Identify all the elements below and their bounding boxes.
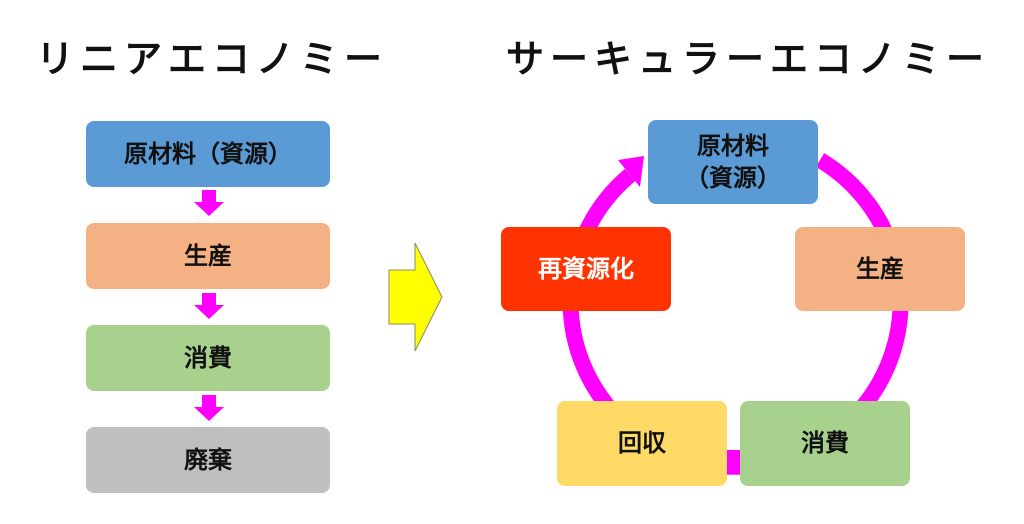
linear-step-production: 生産 [86, 223, 330, 289]
linear-step-disposal: 廃棄 [86, 427, 330, 493]
linear-economy-title: リニアエコノミー [36, 37, 389, 81]
cycle-node-label-line1: 原材料 [697, 131, 769, 160]
right-arrow-icon [388, 242, 443, 352]
cycle-node-label: 回収 [618, 429, 666, 458]
cycle-node-label: 再資源化 [538, 254, 634, 283]
linear-step-raw-materials: 原材料（資源） [86, 121, 330, 187]
cycle-node-consumption: 消費 [740, 401, 910, 486]
linear-step-label: 廃棄 [184, 445, 232, 474]
linear-arrow-2 [194, 293, 224, 319]
linear-step-consumption: 消費 [86, 325, 330, 391]
cycle-node-label-line2: （資源） [685, 164, 781, 192]
cycle-arrowhead-icon [618, 156, 644, 187]
circular-economy-title: サーキュラーエコノミー [506, 37, 991, 81]
linear-step-label: 消費 [184, 343, 232, 372]
cycle-node-label: 生産 [856, 254, 904, 283]
cycle-node-collection: 回収 [557, 401, 727, 486]
cycle-connector [726, 450, 740, 470]
linear-arrow-3 [194, 395, 224, 421]
cycle-node-label: 消費 [801, 429, 849, 458]
cycle-node-raw-materials: 原材料 （資源） [648, 120, 818, 204]
cycle-node-production: 生産 [795, 227, 965, 311]
cycle-node-recycling: 再資源化 [501, 227, 671, 311]
linear-arrow-1 [194, 190, 224, 216]
linear-step-label: 生産 [184, 241, 232, 270]
linear-step-label: 原材料（資源） [124, 139, 292, 168]
